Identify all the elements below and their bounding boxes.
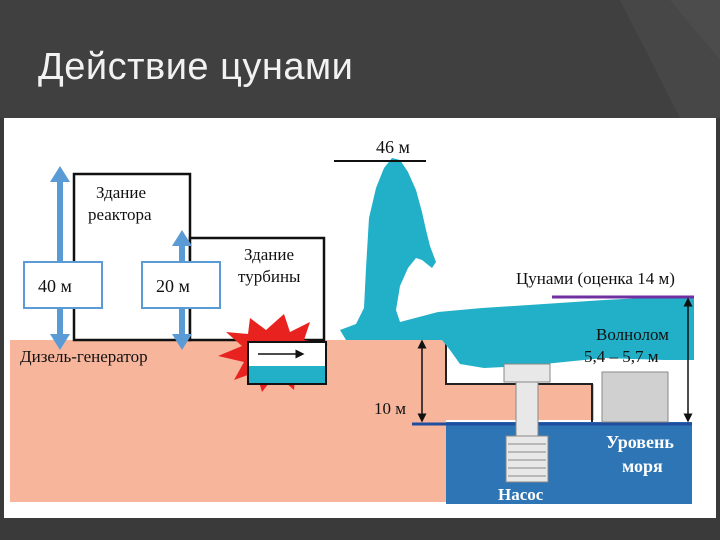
diagram-panel: 46 м Здание реактора Здание турбины 40 м… <box>4 118 716 518</box>
ground-area <box>10 340 594 502</box>
slide-footer <box>0 518 720 540</box>
tsunami-wave <box>340 158 694 368</box>
ground-height-label: 10 м <box>374 399 406 418</box>
turbine-building <box>188 236 326 342</box>
reactor-height-label: 40 м <box>38 276 72 296</box>
slide-header: Действие цунами <box>0 0 720 118</box>
sea-area <box>446 422 692 504</box>
turbine-height-label: 20 м <box>156 276 190 296</box>
wave-peak-label: 46 м <box>376 137 410 157</box>
reactor-height-box <box>23 261 103 309</box>
tsunami-estimate-label: Цунами (оценка 14 м) <box>516 269 675 288</box>
breakwater-block <box>601 371 669 423</box>
header-decoration <box>620 0 720 118</box>
diesel-generator-label: Дизель-генератор <box>20 347 148 366</box>
tsunami-diagram: 46 м Здание реактора Здание турбины 40 м… <box>10 137 694 504</box>
pump-structure <box>503 363 551 483</box>
slide-title: Действие цунами <box>38 46 354 88</box>
generator-room-water <box>249 366 325 383</box>
breakwater-label: Волнолом 5,4 – 5,7 м <box>584 325 673 366</box>
reactor-building-label: Здание реактора <box>88 183 152 224</box>
turbine-height-box <box>141 261 221 309</box>
pump-label: Насос <box>498 485 544 504</box>
reactor-height-arrow <box>50 166 70 350</box>
sea-level-label: Уровень моря <box>606 432 678 476</box>
turbine-building-label: Здание турбины <box>238 245 301 286</box>
